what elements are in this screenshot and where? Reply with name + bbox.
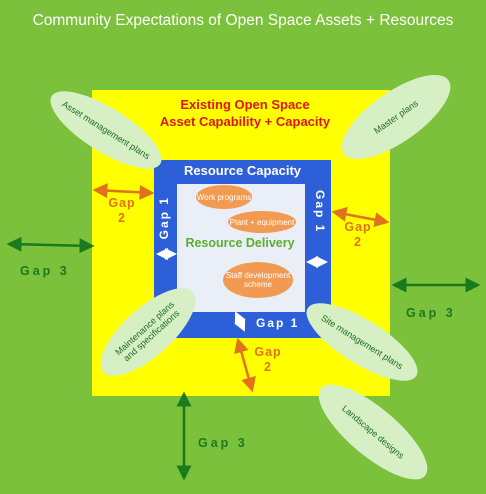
gap2-left-arrow (92, 183, 155, 200)
gap3-left-label: Gap 3 (20, 264, 70, 278)
resource-capacity-title: Resource Capacity (183, 163, 302, 178)
gap2-right-num: 2 (354, 235, 362, 249)
master-plans-text: Master plans (372, 98, 420, 136)
gap3-left-arrow (6, 236, 95, 254)
gap2-bottom-word: Gap (254, 345, 282, 359)
gap2-bottom-num: 2 (264, 360, 272, 374)
gap2-bottom-arrow (234, 337, 256, 393)
outer-title: Community Expectations of Open Space Ass… (32, 12, 454, 29)
gap3-bottom-label: Gap 3 (198, 436, 248, 450)
gap2-bottom-label: Gap 2 (250, 345, 286, 375)
pill-work-programs: Work programs (196, 185, 252, 209)
gap1-right-label: Gap 1 (313, 190, 327, 234)
gap1-bottom-label: Gap 1 (256, 316, 300, 330)
existing-title-line1: Existing Open Space (180, 97, 310, 112)
gap2-left-num: 2 (118, 211, 126, 225)
gap3-right-label: Gap 3 (406, 306, 456, 320)
gap2-right-arrow (331, 206, 390, 228)
pill-plant-equipment: Plant + equipment (228, 211, 296, 233)
existing-title-line2: Asset Capability + Capacity (159, 114, 331, 129)
pill-staff-development: Staff development scheme (223, 262, 293, 298)
resource-delivery-title: Resource Delivery (185, 236, 295, 250)
gap1-bottom-arrow (234, 311, 246, 332)
